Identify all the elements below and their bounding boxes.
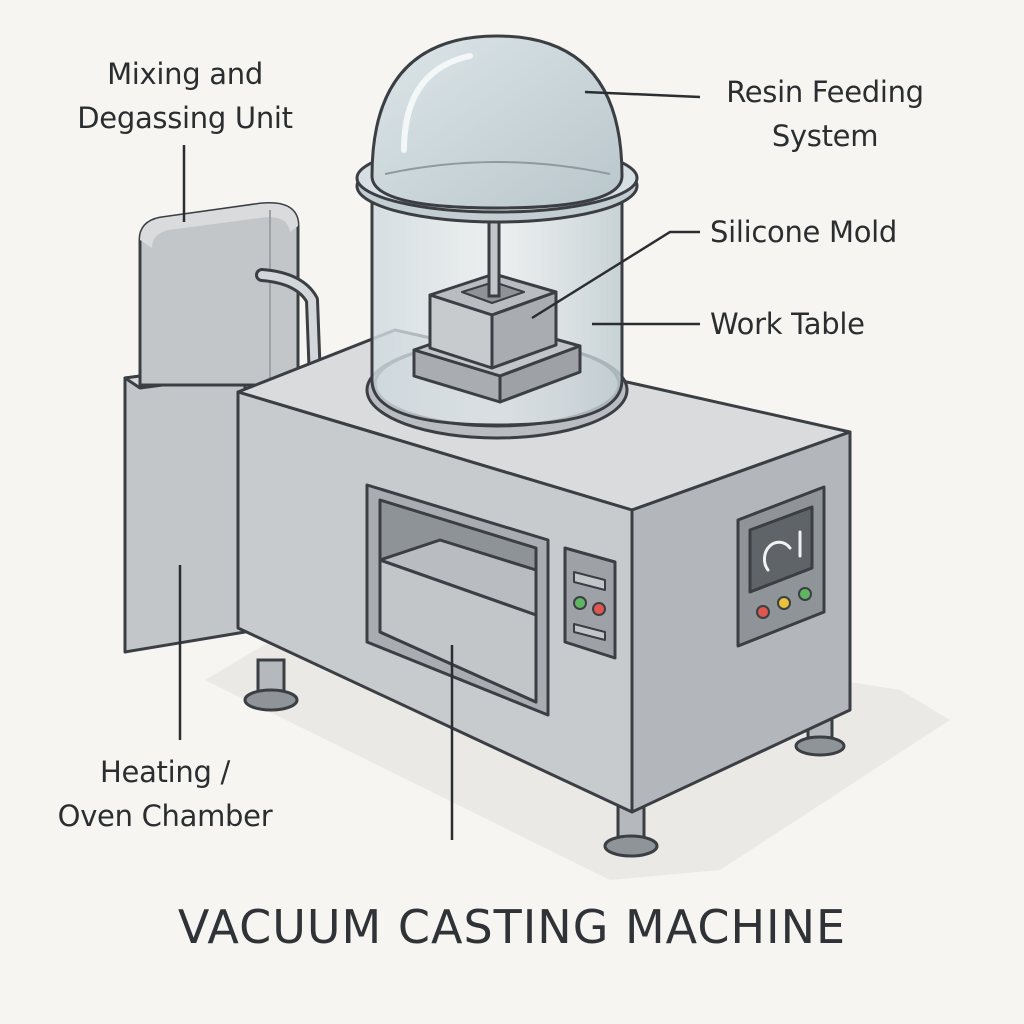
resin-feeding-dome [370,34,624,210]
label-resin-feeding-system: Resin Feeding System [705,70,945,158]
diagram-title: VACUUM CASTING MACHINE [177,900,847,954]
label-mold-line1: Silicone Mold [710,215,898,249]
label-heating-line1: Heating / [100,755,230,789]
side-yellow-led-icon [777,596,791,610]
label-mixing-degassing-unit: Mixing and Degassing Unit [60,52,310,140]
label-heating-line2: Oven Chamber [57,799,273,833]
label-resin-line2: System [771,119,879,153]
label-silicone-mold: Silicone Mold [710,210,970,254]
resin-feeding-rod [487,210,501,298]
leader-mold [531,230,700,320]
label-heating-oven-chamber: Heating / Oven Chamber [30,750,300,838]
front-green-led-icon [573,596,587,610]
mixing-degassing-unit [138,201,329,390]
label-resin-line1: Resin Feeding [726,75,924,109]
oven-door-opening [365,483,550,717]
power-dial-icon [762,540,792,572]
side-red-led-icon [756,605,770,619]
label-mixing-line2: Degassing Unit [77,101,293,135]
label-table-line1: Work Table [710,307,865,341]
front-red-led-icon [592,602,606,616]
side-green-led-icon [798,587,812,601]
leader-lines [178,90,701,840]
label-mixing-line1: Mixing and [107,57,263,91]
label-work-table: Work Table [710,302,970,346]
front-control-panel [563,546,617,660]
leader-resin [584,90,701,99]
